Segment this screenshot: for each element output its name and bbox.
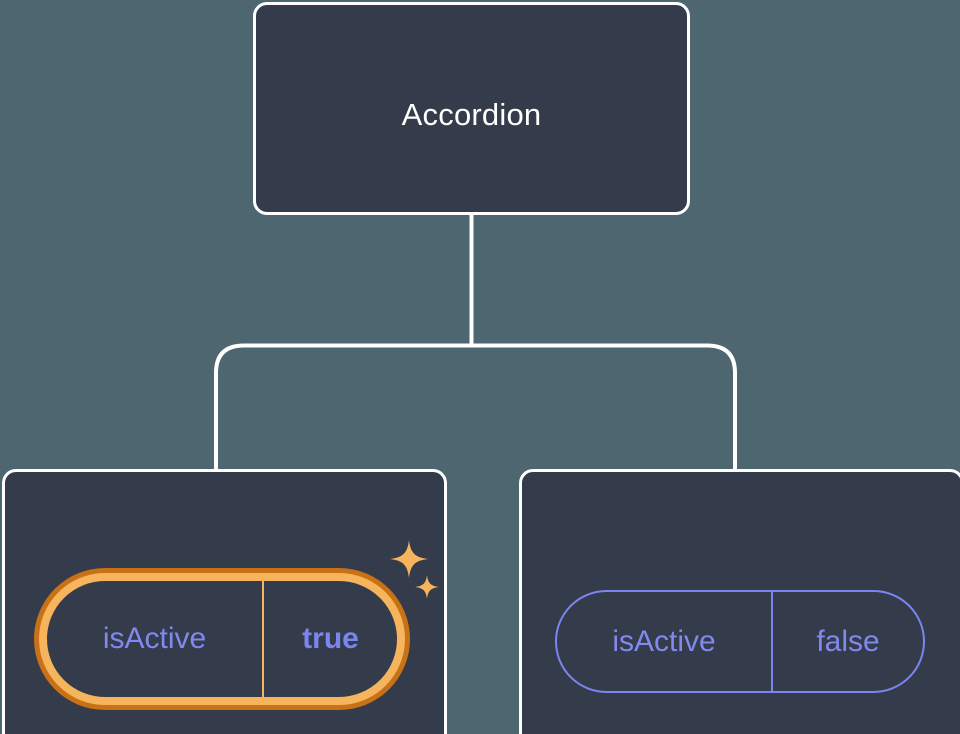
prop-value: true (262, 581, 397, 697)
prop-name: isActive (612, 624, 716, 658)
node-accordion-label: Accordion (401, 97, 542, 132)
prop-name: isActive (102, 622, 207, 655)
node-accordion[interactable]: Accordion (253, 2, 690, 215)
prop-pill-isactive-true[interactable]: isActive true (39, 573, 405, 705)
connector-branch (214, 343, 737, 469)
prop-value: false (771, 592, 923, 691)
prop-pill-isactive-false[interactable]: isActive false (555, 590, 925, 693)
